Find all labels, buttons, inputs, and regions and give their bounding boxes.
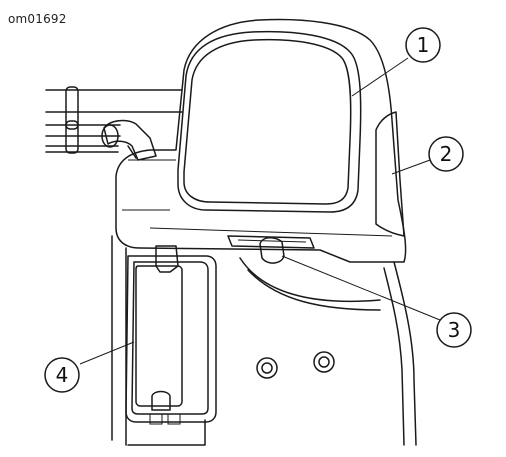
- callout-2: 2: [428, 136, 464, 172]
- figure-id: om01692: [8, 12, 67, 26]
- handlebar-tubes: [45, 86, 183, 161]
- leader-lines: [79, 57, 441, 365]
- callout-1: 1: [405, 27, 441, 63]
- callout-3-number: 3: [448, 318, 461, 342]
- storage-compartment: [125, 245, 217, 425]
- callout-1-number: 1: [417, 33, 430, 57]
- side-panel: [375, 111, 405, 237]
- callout-4: 4: [44, 357, 80, 393]
- console-body: [111, 235, 417, 446]
- callout-3: 3: [436, 312, 472, 348]
- display-housing: [115, 18, 407, 263]
- latch: [227, 235, 315, 264]
- callout-4-number: 4: [56, 363, 69, 387]
- callout-2-number: 2: [440, 142, 453, 166]
